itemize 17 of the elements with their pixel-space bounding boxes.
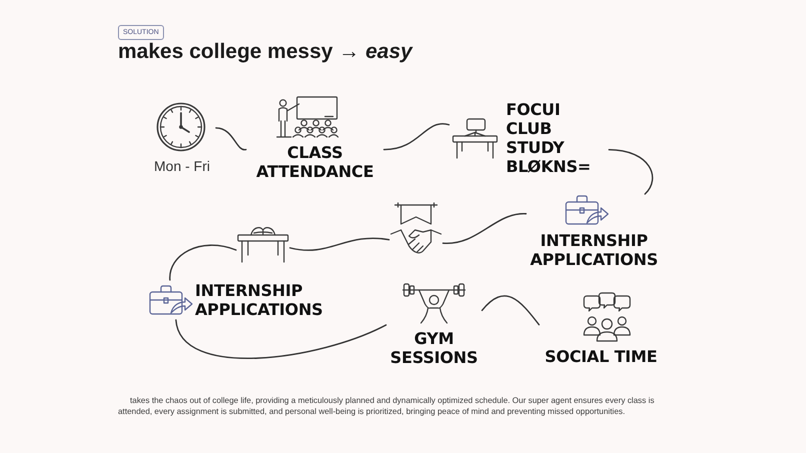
connector-line (215, 127, 247, 150)
activity-label: INTERNSHIP APPLICATIONS (195, 281, 324, 319)
connector-line (442, 213, 527, 244)
connector-line (608, 149, 654, 195)
connector-line (289, 238, 390, 251)
description-text: takes the chaos out of college life, providing a meticulously planned and dynamically optimized schedule. Our super agent ensures every class is attended, every assignment is submitted, and personal well-being is prioritized, bringing peace of mind and preventing missed opportunities. (118, 396, 656, 417)
connector-line (169, 244, 237, 281)
activity-label: SOCIAL TIME (544, 347, 658, 366)
connector-line (175, 319, 387, 359)
activity-label: INTERNSHIP APPLICATIONS (529, 231, 659, 269)
connector-line (383, 123, 450, 150)
activity-label: CLASS ATTENDANCE (255, 143, 375, 181)
activity-label: GYM SESSIONS (389, 329, 479, 367)
slide-title: makes college messy → easy (118, 40, 412, 64)
day-range-label: Mon - Fri (153, 158, 211, 174)
connector-line (481, 295, 540, 326)
activity-label: FOCUI CLUB STUDY BLØKNS= (506, 100, 592, 176)
